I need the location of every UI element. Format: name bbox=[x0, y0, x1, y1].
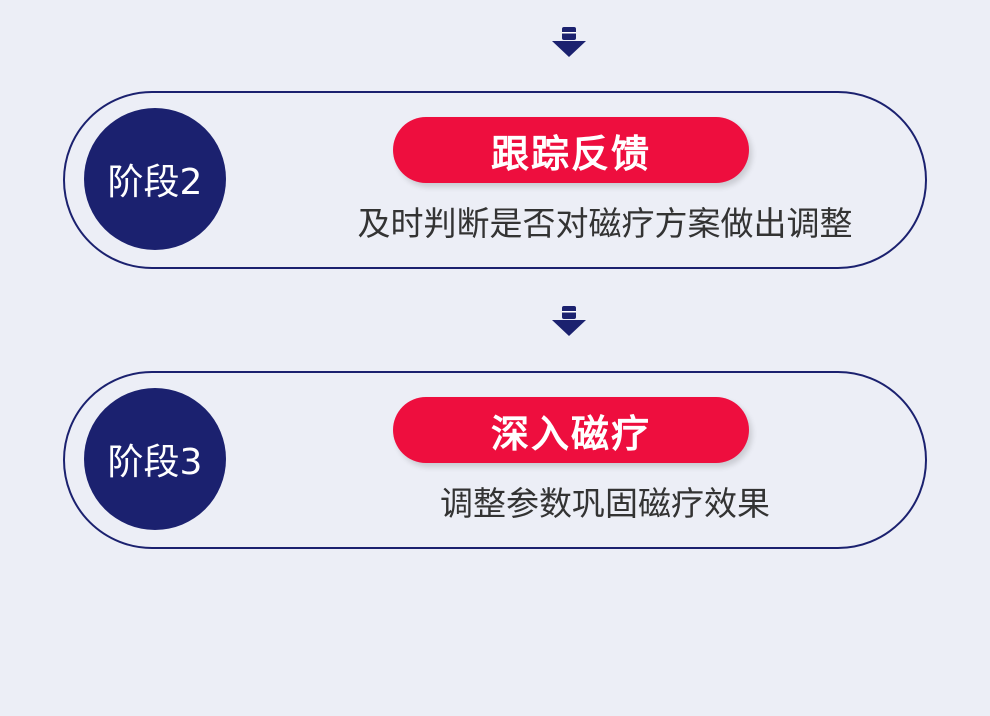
stage-badge: 阶段2 bbox=[84, 108, 226, 250]
down-arrow-icon bbox=[552, 27, 586, 57]
stage-card-2: 阶段2 跟踪反馈 及时判断是否对磁疗方案做出调整 bbox=[63, 91, 927, 269]
stage-description: 及时判断是否对磁疗方案做出调整 bbox=[357, 204, 853, 243]
down-arrow-icon bbox=[552, 306, 586, 336]
stage-description: 调整参数巩固磁疗效果 bbox=[440, 484, 770, 523]
stage-badge: 阶段3 bbox=[84, 388, 226, 530]
stage-title: 跟踪反馈 bbox=[393, 117, 749, 183]
stage-title: 深入磁疗 bbox=[393, 397, 749, 463]
stage-card-3: 阶段3 深入磁疗 调整参数巩固磁疗效果 bbox=[63, 371, 927, 549]
